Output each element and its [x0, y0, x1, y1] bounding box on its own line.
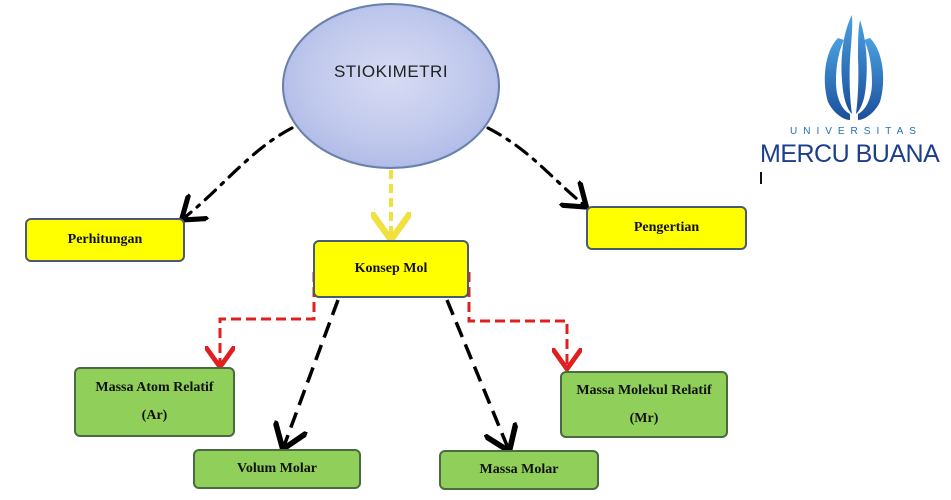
- connector-konsep-massa-atom: [220, 272, 316, 364]
- node-massa-molar[interactable]: Massa Molar: [439, 450, 599, 490]
- node-perhitungan-label: Perhitungan: [67, 232, 143, 247]
- node-volum-molar-label: Volum Molar: [237, 461, 317, 476]
- node-konsep-mol[interactable]: Konsep Mol: [313, 240, 469, 298]
- node-konsep-mol-label: Konsep Mol: [354, 261, 428, 276]
- connector-konsep-volum-molar: [284, 299, 340, 446]
- node-massa-molar-label: Massa Molar: [479, 462, 559, 477]
- university-logo: UNIVERSITAS MERCU BUANA: [758, 10, 948, 185]
- connector-konsep-massa-molekul: [467, 272, 567, 366]
- logo-universitas-text: UNIVERSITAS: [790, 126, 922, 137]
- node-massa-molekul-line2: (Mr): [629, 410, 659, 426]
- node-massa-molekul-line1: Massa Molekul Relatif: [576, 382, 712, 398]
- node-massa-atom-relatif[interactable]: Massa Atom Relatif (Ar): [74, 367, 235, 437]
- node-massa-molekul-relatif[interactable]: Massa Molekul Relatif (Mr): [560, 371, 728, 438]
- connector-konsep-massa-molar: [445, 299, 508, 448]
- node-pengertian-label: Pengertian: [633, 220, 700, 235]
- text-cursor: [760, 172, 762, 184]
- node-perhitungan[interactable]: Perhitungan: [25, 218, 185, 262]
- node-pengertian[interactable]: Pengertian: [586, 206, 747, 250]
- logo-name-text: MERCU BUANA: [760, 140, 940, 168]
- node-massa-atom-line2: (Ar): [141, 408, 168, 423]
- node-volum-molar[interactable]: Volum Molar: [193, 449, 361, 489]
- node-massa-atom-line1: Massa Atom Relatif: [95, 380, 214, 395]
- flame-emblem-icon: [824, 15, 884, 120]
- root-node-label: STIOKIMETRI: [333, 62, 449, 81]
- connector-root-pengertian: [486, 126, 584, 205]
- root-node-texture: [285, 6, 497, 166]
- connector-root-perhitungan: [184, 126, 294, 218]
